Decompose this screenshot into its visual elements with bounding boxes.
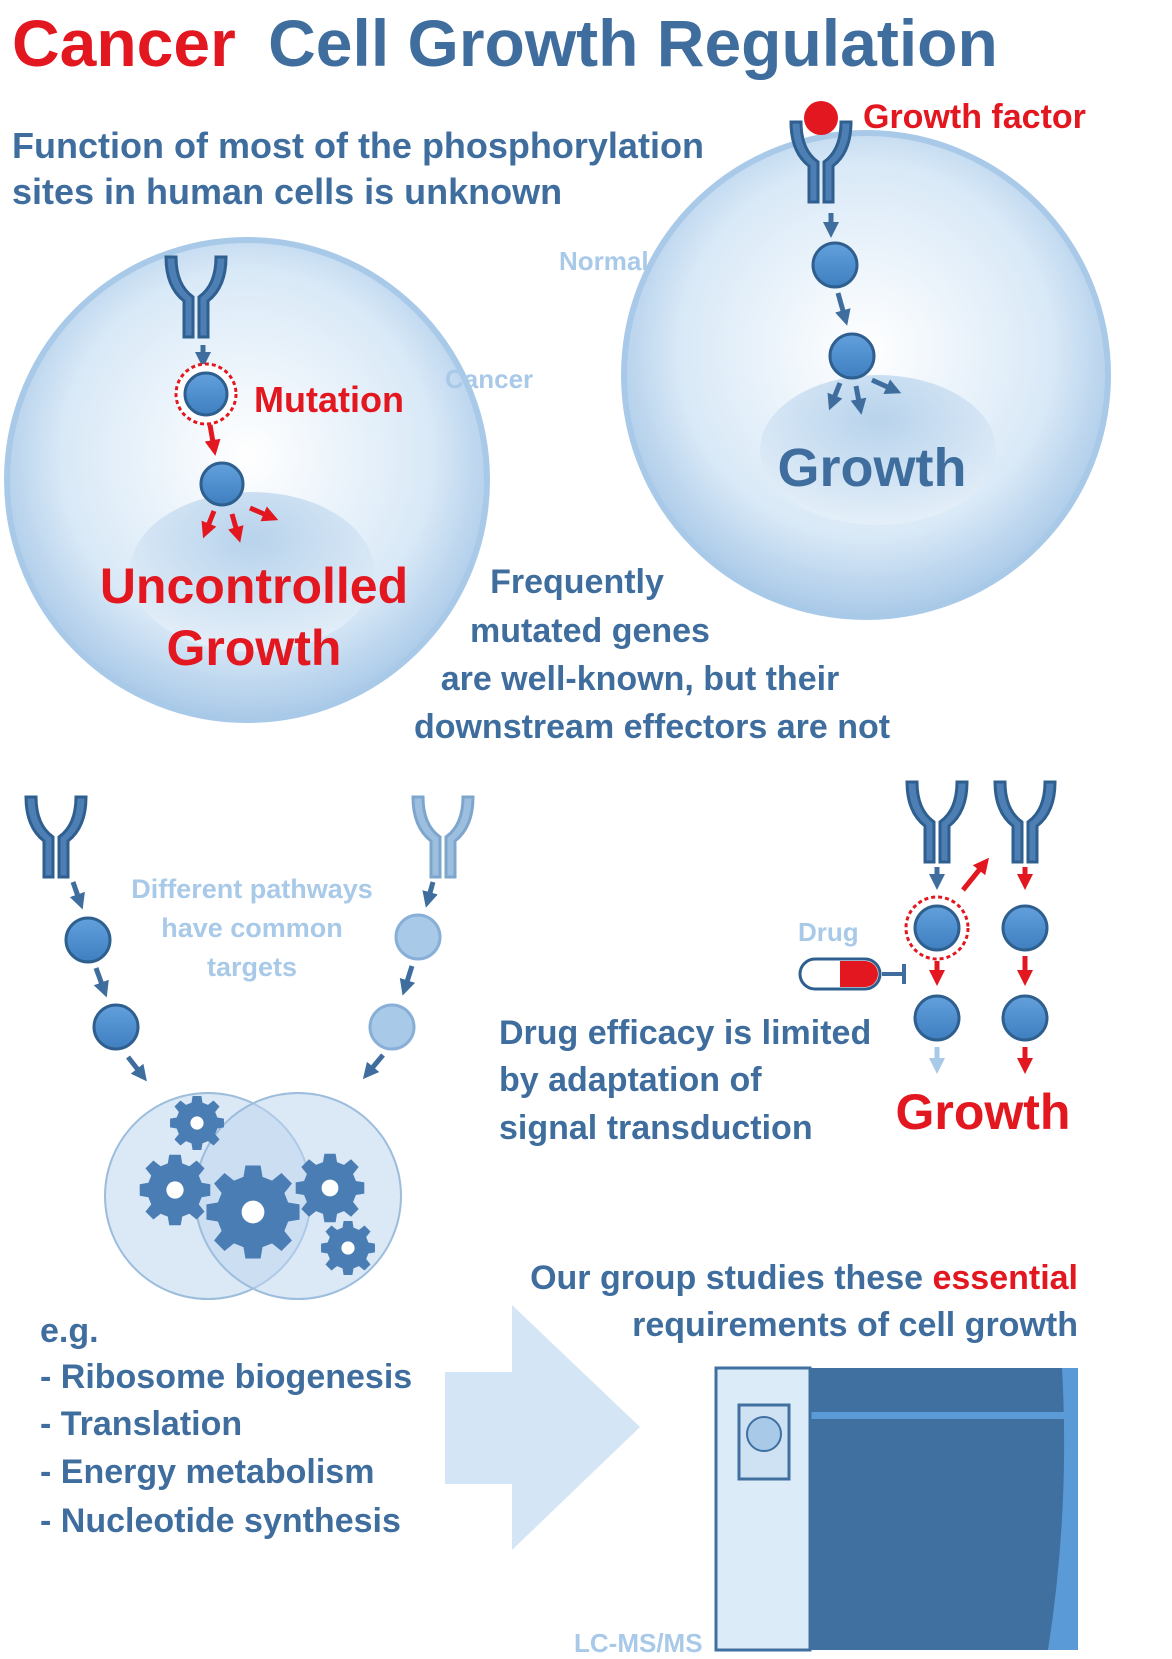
page-title: Cancer Cell Growth Regulation [12,6,998,80]
normal-cell: Growth [621,101,1111,620]
normal-cell-membrane [621,130,1111,620]
gear-icon [170,1096,224,1150]
instrument-dial-icon [746,1416,782,1452]
pathways-text-line-1: Different pathways [131,874,373,904]
instrument-side-panel [1048,1368,1078,1650]
arrow [835,292,851,326]
receptor-icon [411,795,475,879]
arrow [69,881,85,910]
drug-pill-icon [798,957,882,991]
mutated-node [183,371,229,417]
drug-growth-label: Growth [896,1084,1071,1140]
arrow [126,1055,147,1082]
big-arrow-icon [445,1305,640,1550]
red-arrow [204,424,221,456]
mutated-node [913,904,961,952]
arrow [422,881,438,908]
signal-node [92,1003,140,1051]
cancer-cell-label: Cancer [445,364,533,394]
group-statement-highlight: essential [932,1259,1078,1297]
mutation-label: Mutation [254,379,404,420]
instrument-stripe [810,1412,1066,1419]
normal-cell-nucleus [760,375,996,525]
drug-efficacy-line-1: Drug efficacy is limited [499,1014,871,1052]
instrument-label: LC-MS/MS [574,1628,703,1658]
example-item: - Ribosome biogenesis [40,1358,412,1396]
signal-node [1001,904,1049,952]
mutated-genes-line-3: are well-known, but their [441,660,840,698]
mutated-genes-line-2: mutated genes [470,612,710,650]
example-item: - Nucleotide synthesis [40,1502,401,1540]
signal-node [199,461,245,507]
red-arrow [228,513,244,543]
group-statement-prefix: Our group studies these [530,1259,932,1297]
arrow [827,382,843,411]
intro-text-line-2: sites in human cells is unknown [12,171,562,212]
cancer-cell: Uncontrolled Growth [4,237,490,723]
signal-node [828,332,876,380]
arrow [93,967,109,998]
red-arrow [201,510,217,539]
example-item: - Energy metabolism [40,1453,374,1491]
signal-node-pale [394,913,442,961]
pathways-diagram [24,795,475,1300]
title-red-part: Cancer [12,6,236,80]
gear-icon [295,1153,365,1223]
signal-node [64,916,112,964]
uncontrolled-growth-line-1: Uncontrolled [100,558,408,614]
pathways-text-line-3: targets [207,952,297,982]
gear-icon [139,1154,211,1226]
title-blue-part: Cell Growth Regulation [268,6,998,80]
gear-icon [206,1165,300,1259]
arrow [850,385,867,415]
drug-efficacy-line-2: by adaptation of [499,1061,762,1099]
cancer-cell-membrane [4,237,490,723]
mutated-genes-line-1: Frequently [490,563,664,601]
examples-heading: e.g. [40,1312,99,1350]
pathways-text-line-2: have common [161,913,343,943]
signal-node-pale [368,1003,416,1051]
signal-node [913,994,961,1042]
receptor-icon [905,780,969,864]
drug-panel [798,780,1057,1075]
example-item: - Translation [40,1405,242,1443]
normal-growth-label: Growth [778,438,967,498]
group-statement-line-2: requirements of cell growth [632,1306,1078,1344]
cancer-cell-nucleus [130,492,374,652]
mutated-genes-text: Frequently mutated genes are well-known,… [414,563,890,746]
growth-factor-icon [804,101,838,135]
signal-node [1001,994,1049,1042]
uncontrolled-growth-line-2: Growth [167,620,342,676]
examples-list: e.g. - Ribosome biogenesis - Translation… [40,1312,412,1540]
normal-cell-label: Normal [559,246,649,276]
arrow [870,377,902,394]
lc-ms-instrument-icon [714,1366,1078,1652]
drug-label: Drug [798,917,859,947]
receptor-icon [993,780,1057,864]
red-arrow [961,857,990,892]
mutated-genes-line-4: downstream effectors are not [414,708,890,746]
arrow [362,1053,385,1080]
receptor-icon [24,795,88,879]
red-arrow [249,505,279,522]
arrow [399,965,416,996]
gear-icon [321,1221,375,1275]
growth-factor-label: Growth factor [863,98,1086,136]
drug-efficacy-line-3: signal transduction [499,1109,813,1147]
group-statement-line-1: Our group studies these essential [530,1259,1078,1297]
intro-text-line-1: Function of most of the phosphorylation [12,125,704,166]
signal-node [811,241,859,289]
